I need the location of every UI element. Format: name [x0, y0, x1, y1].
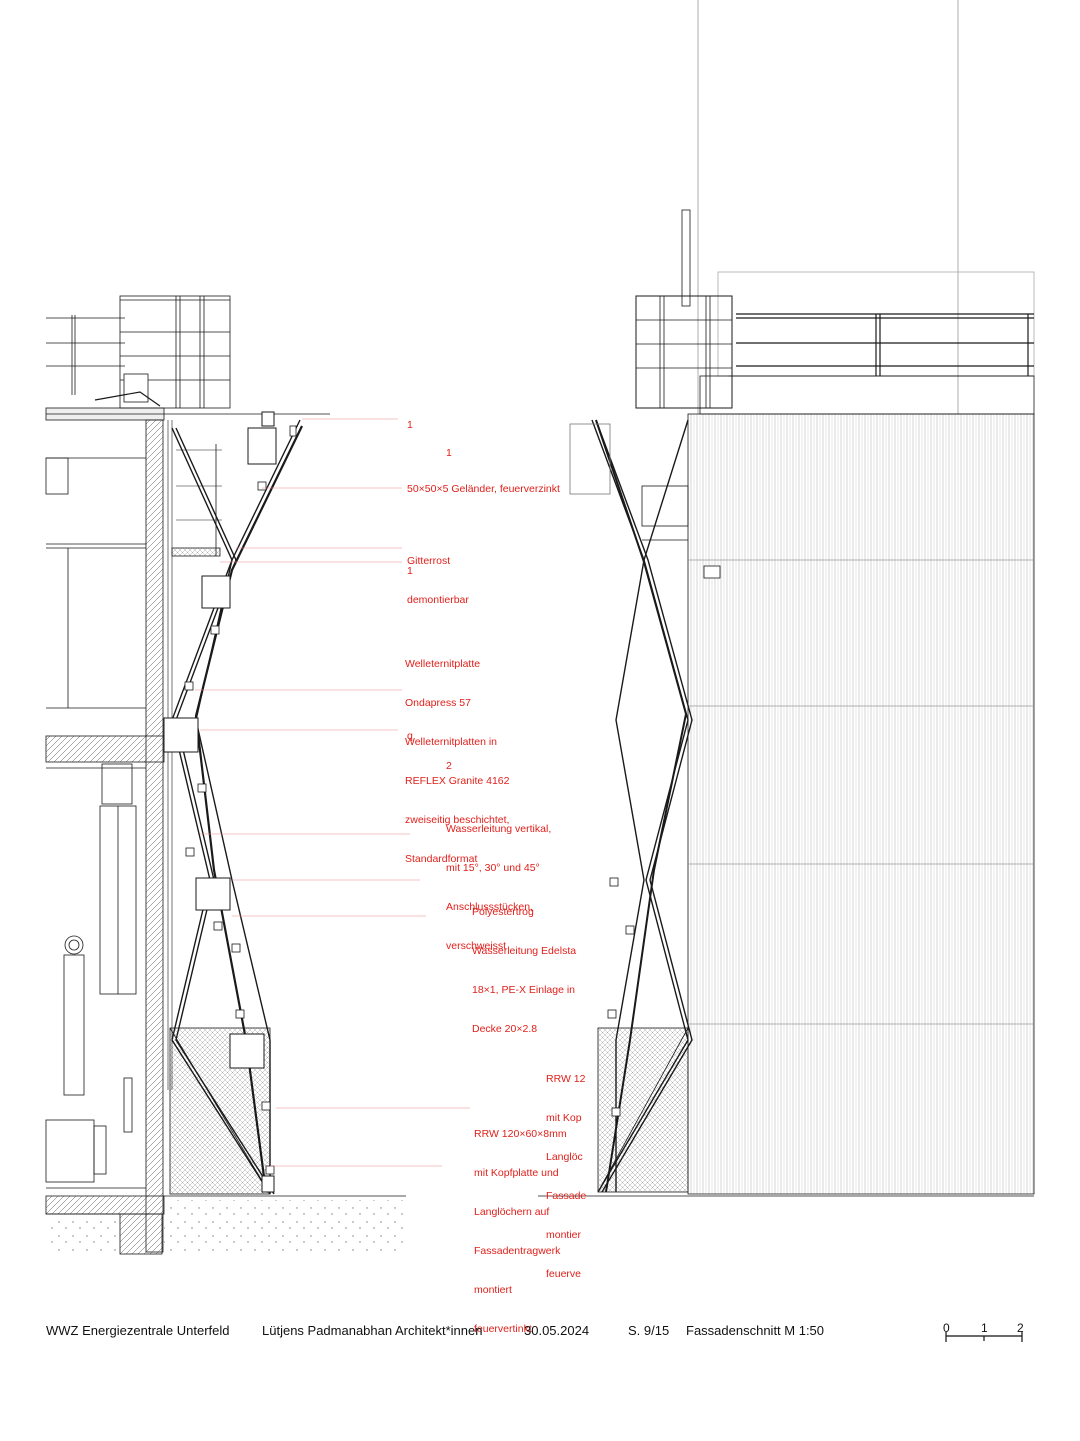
callout-cladding-line: Welleternitplatte: [405, 658, 481, 670]
roof-railing-left: [46, 295, 231, 409]
scale-bar: [945, 1332, 1023, 1342]
callout-polyester-line: Decke 20×2.8: [472, 1023, 538, 1035]
callout-2: 2: [446, 760, 452, 772]
scale-label-1: 1: [981, 1321, 988, 1335]
callout-rrw-line: Langlöchern auf: [474, 1206, 550, 1218]
callout-polyester-line: Polyestertrog: [472, 906, 534, 918]
scale-label-2: 2: [1017, 1321, 1024, 1335]
scale-label-0: 0: [943, 1321, 950, 1335]
callout-water-pipe-line: verschweisst: [446, 940, 507, 952]
callout-q: q: [407, 730, 413, 742]
callout-grating: Gitterrost demontierbar: [407, 529, 469, 620]
footer-architect: Lütjens Padmanabhan Architekt*innen: [262, 1323, 483, 1338]
callout-cladding-line: Welleternitplatten in: [405, 736, 498, 748]
callout-1b: 1: [446, 447, 452, 459]
connector-boxes-left: [163, 411, 277, 1193]
callout-rrw: RRW 120×60×8mm mit Kopfplatte und Langlö…: [474, 1102, 567, 1349]
callout-rrw-right-line: Fassade: [546, 1190, 586, 1202]
callout-polyester-line: Wasserleitung Edelsta: [472, 945, 577, 957]
callout-rrw-line: montiert: [474, 1284, 512, 1296]
callout-railing: 50×50×5 Geländer, feuerverzinkt: [407, 483, 560, 495]
callout-cladding-line: Ondapress 57: [405, 697, 471, 709]
callout-water-pipe-line: Anschlussstücken,: [446, 901, 533, 913]
annotation-leaders: [195, 418, 470, 1167]
callout-1c: 1: [407, 565, 413, 577]
callout-rrw-line: RRW 120×60×8mm: [474, 1128, 567, 1140]
callout-rrw-line: feuervertinkt: [474, 1323, 532, 1335]
callout-cladding-line: Standardformat: [405, 853, 478, 865]
facade-truss-left: [171, 419, 301, 1195]
callout-rrw-right: RRW 12( mit Kop Langlöc Fassade montier …: [546, 1047, 586, 1294]
callout-water-pipe-line: mit 15°, 30° und 45°: [446, 862, 540, 874]
callout-rrw-right-line: montier: [546, 1229, 582, 1241]
callout-cladding-line: zweiseitig beschichtet,: [405, 814, 510, 826]
callout-rrw-line: mit Kopfplatte und: [474, 1167, 559, 1179]
callout-cladding: Welleternitplatte Ondapress 57 Welletern…: [405, 632, 509, 879]
left-section: [45, 295, 406, 1255]
callout-grating-line: demontierbar: [407, 594, 469, 606]
callout-polyester-line: 18×1, PE-X Einlage in: [472, 984, 576, 996]
callout-rrw-right-line: mit Kop: [546, 1112, 582, 1124]
footer-project: WWZ Energiezentrale Unterfeld: [46, 1323, 230, 1338]
callout-rrw-right-line: Langlöc: [546, 1151, 583, 1163]
callout-1a: 1: [407, 419, 413, 431]
callout-grating-line: Gitterrost: [407, 555, 451, 567]
callout-cladding-line: REFLEX Granite 4162: [405, 775, 510, 787]
callout-rrw-right-line: RRW 12(: [546, 1073, 586, 1085]
footer-sheet-title: Fassadenschnitt M 1:50: [686, 1323, 825, 1338]
callout-rrw-line: Fassadentragwerk: [474, 1245, 561, 1257]
footer-page: S. 9/15: [628, 1323, 670, 1338]
footer-date: 30.05.2024: [524, 1323, 590, 1338]
right-elevation: [538, 0, 1035, 1197]
callout-water-pipe-line: Wasserleitung vertikal,: [446, 823, 552, 835]
callout-water-pipe: Wasserleitung vertikal, mit 15°, 30° und…: [446, 797, 551, 966]
callout-polyester: Polyestertrog Wasserleitung Edelsta 18×1…: [472, 880, 590, 1049]
callout-rrw-right-line: feuerve: [546, 1268, 582, 1280]
